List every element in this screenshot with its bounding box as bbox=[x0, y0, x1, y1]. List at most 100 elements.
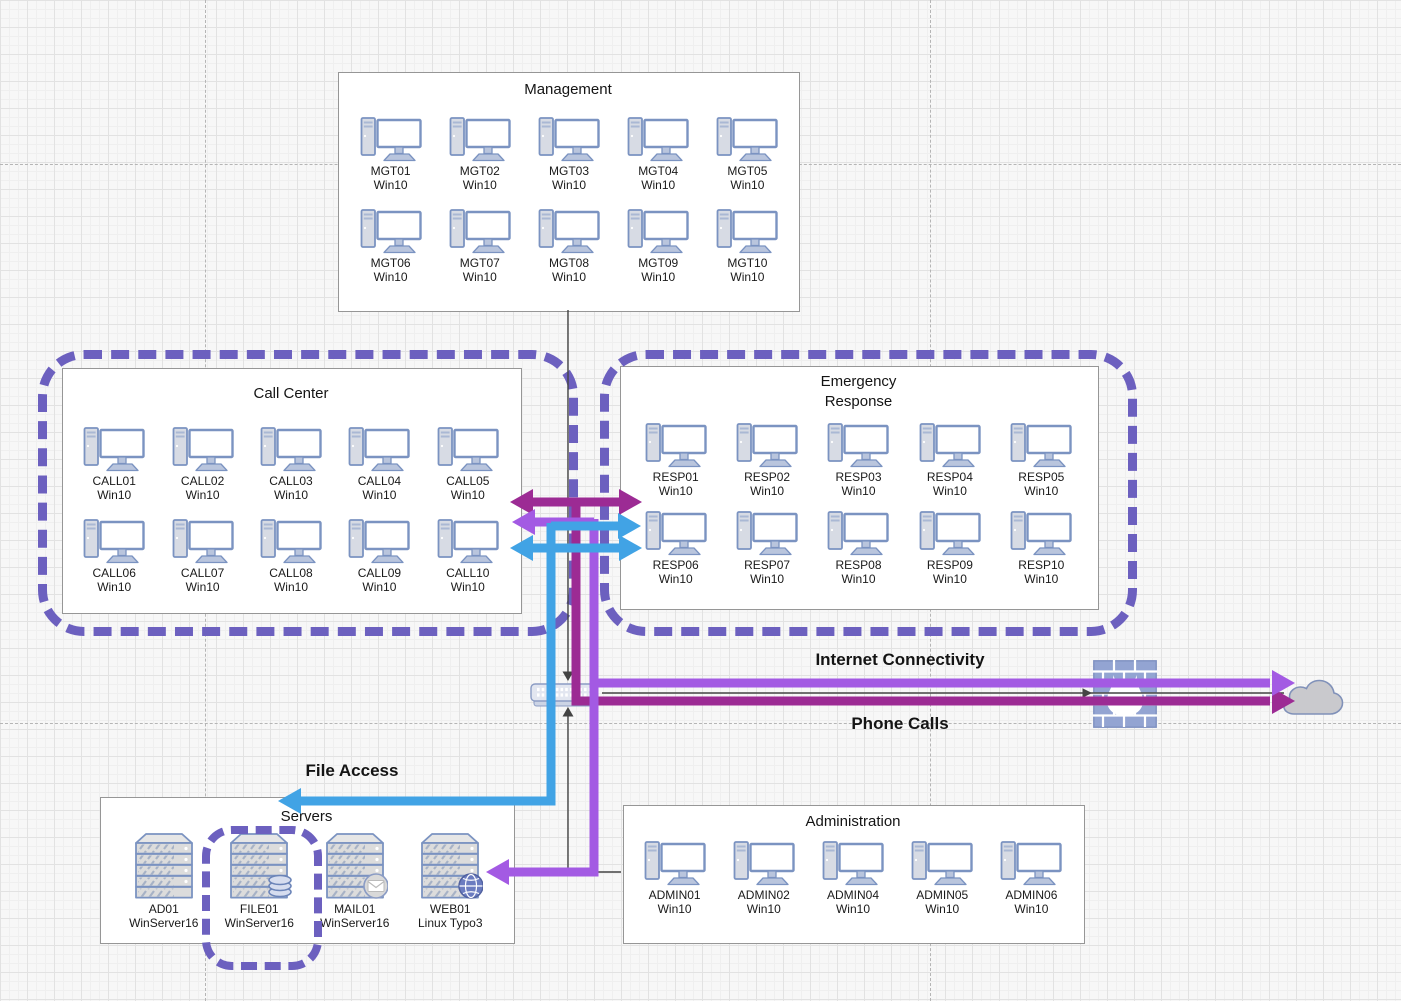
desktop-computer-icon bbox=[1010, 423, 1072, 468]
workstation[interactable]: RESP05 Win10 bbox=[996, 422, 1087, 498]
workstation[interactable]: RESP02 Win10 bbox=[721, 422, 812, 498]
workstation[interactable]: CALL09 Win10 bbox=[335, 518, 423, 594]
desktop-computer-icon bbox=[716, 117, 779, 162]
device-name: RESP08 bbox=[835, 558, 882, 572]
device-os: Win10 bbox=[185, 488, 220, 502]
device-name: ADMIN02 bbox=[737, 888, 790, 902]
desktop-computer-icon bbox=[627, 117, 689, 162]
workstation[interactable]: RESP04 Win10 bbox=[904, 422, 995, 498]
workstation[interactable]: MGT07 Win10 bbox=[435, 208, 524, 284]
server[interactable]: AD01 WinServer16 bbox=[116, 830, 212, 930]
workstation[interactable]: MGT01 Win10 bbox=[346, 116, 435, 192]
device-name: RESP06 bbox=[652, 558, 699, 572]
call-center-group-title: Call Center bbox=[253, 385, 329, 402]
network-switch-icon[interactable] bbox=[529, 681, 605, 716]
globe-icon bbox=[458, 873, 484, 899]
workstation[interactable]: MGT09 Win10 bbox=[614, 208, 703, 284]
workstation[interactable]: CALL08 Win10 bbox=[247, 518, 335, 594]
workstation[interactable]: ADMIN06 Win10 bbox=[987, 840, 1076, 916]
workstation[interactable]: CALL05 Win10 bbox=[424, 426, 512, 502]
device-name: CALL01 bbox=[92, 474, 136, 488]
desktop-computer-icon bbox=[437, 519, 499, 564]
device-name: CALL08 bbox=[269, 566, 313, 580]
workstation[interactable]: MGT06 Win10 bbox=[346, 208, 435, 284]
device-name: RESP02 bbox=[744, 470, 791, 484]
device-name: CALL10 bbox=[446, 566, 490, 580]
workstation[interactable]: ADMIN04 Win10 bbox=[808, 840, 897, 916]
workstation[interactable]: RESP01 Win10 bbox=[630, 422, 721, 498]
device-os: Win10 bbox=[462, 270, 497, 284]
internet-cloud-icon[interactable] bbox=[1281, 675, 1347, 724]
desktop-computer-icon bbox=[911, 841, 973, 886]
workstation[interactable]: CALL01 Win10 bbox=[70, 426, 158, 502]
device-name: CALL03 bbox=[269, 474, 313, 488]
workstation[interactable]: MGT08 Win10 bbox=[524, 208, 613, 284]
workstation[interactable]: CALL06 Win10 bbox=[70, 518, 158, 594]
firewall-icon[interactable] bbox=[1093, 660, 1157, 733]
desktop-computer-icon bbox=[733, 841, 795, 886]
workstation[interactable]: MGT02 Win10 bbox=[435, 116, 524, 192]
workstation[interactable]: RESP10 Win10 bbox=[996, 510, 1087, 586]
file01-highlight-border[interactable] bbox=[202, 826, 322, 970]
device-name: ADMIN01 bbox=[648, 888, 701, 902]
device-name: MGT09 bbox=[638, 256, 679, 270]
workstation[interactable]: ADMIN01 Win10 bbox=[630, 840, 719, 916]
phone-calls-label[interactable]: Phone Calls bbox=[851, 714, 949, 733]
desktop-computer-icon bbox=[627, 209, 689, 254]
device-os: Win10 bbox=[1024, 484, 1059, 498]
device-name: RESP09 bbox=[926, 558, 973, 572]
device-name: MGT10 bbox=[727, 256, 768, 270]
desktop-computer-icon bbox=[736, 423, 798, 468]
device-name: CALL05 bbox=[446, 474, 490, 488]
desktop-computer-icon bbox=[828, 511, 890, 556]
device-os: Win10 bbox=[657, 902, 692, 916]
desktop-computer-icon bbox=[1010, 511, 1072, 556]
device-name: CALL04 bbox=[357, 474, 402, 488]
device-os: Win10 bbox=[551, 270, 586, 284]
device-os: Win10 bbox=[730, 270, 765, 284]
device-os: Win10 bbox=[450, 488, 485, 502]
workstation[interactable]: RESP08 Win10 bbox=[813, 510, 904, 586]
workstation[interactable]: RESP03 Win10 bbox=[813, 422, 904, 498]
device-os: Win10 bbox=[362, 488, 397, 502]
device-os: Win10 bbox=[97, 580, 132, 594]
workstation[interactable]: CALL02 Win10 bbox=[158, 426, 246, 502]
workstation[interactable]: CALL07 Win10 bbox=[158, 518, 246, 594]
page-guide-horizontal bbox=[0, 723, 1401, 724]
database-icon bbox=[268, 874, 293, 898]
workstation[interactable]: MGT04 Win10 bbox=[614, 116, 703, 192]
workstation[interactable]: RESP06 Win10 bbox=[630, 510, 721, 586]
workstation[interactable]: MGT10 Win10 bbox=[703, 208, 792, 284]
workstation[interactable]: CALL03 Win10 bbox=[247, 426, 335, 502]
device-name: RESP07 bbox=[744, 558, 791, 572]
file-access-label[interactable]: File Access bbox=[305, 761, 399, 780]
device-name: MGT08 bbox=[548, 256, 589, 270]
desktop-computer-icon bbox=[644, 841, 706, 886]
administration-devices: ADMIN01 Win10 ADMIN02 Win10 bbox=[630, 840, 1076, 916]
management-group-box[interactable] bbox=[338, 72, 800, 312]
desktop-computer-icon bbox=[172, 427, 234, 472]
workstation[interactable]: RESP09 Win10 bbox=[904, 510, 995, 586]
device-name: MAIL01 bbox=[334, 902, 376, 916]
wire-switch-to-firewall-cloud[interactable] bbox=[602, 688, 1284, 698]
internet-connectivity-label[interactable]: Internet Connectivity bbox=[815, 650, 985, 669]
workstation[interactable]: MGT03 Win10 bbox=[524, 116, 613, 192]
device-name: ADMIN06 bbox=[1005, 888, 1058, 902]
workstation[interactable]: MGT05 Win10 bbox=[703, 116, 792, 192]
rack-server-icon bbox=[325, 833, 388, 899]
server[interactable]: MAIL01 WinServer16 bbox=[307, 830, 403, 930]
device-os: Win10 bbox=[750, 572, 785, 586]
device-os: WinServer16 bbox=[129, 916, 199, 930]
workstation[interactable]: CALL10 Win10 bbox=[424, 518, 512, 594]
workstation[interactable]: RESP07 Win10 bbox=[721, 510, 812, 586]
wire-switch-to-administration[interactable] bbox=[562, 707, 622, 873]
call-center-devices: CALL01 Win10 CALL02 Win10 bbox=[70, 426, 512, 594]
emergency-response-group-title: Emergency Response bbox=[820, 373, 897, 410]
server[interactable]: WEB01 Linux Typo3 bbox=[403, 830, 499, 930]
workstation[interactable]: ADMIN05 Win10 bbox=[898, 840, 987, 916]
workstation[interactable]: ADMIN02 Win10 bbox=[719, 840, 808, 916]
device-name: CALL07 bbox=[180, 566, 225, 580]
workstation[interactable]: CALL04 Win10 bbox=[335, 426, 423, 502]
device-name: CALL09 bbox=[357, 566, 402, 580]
